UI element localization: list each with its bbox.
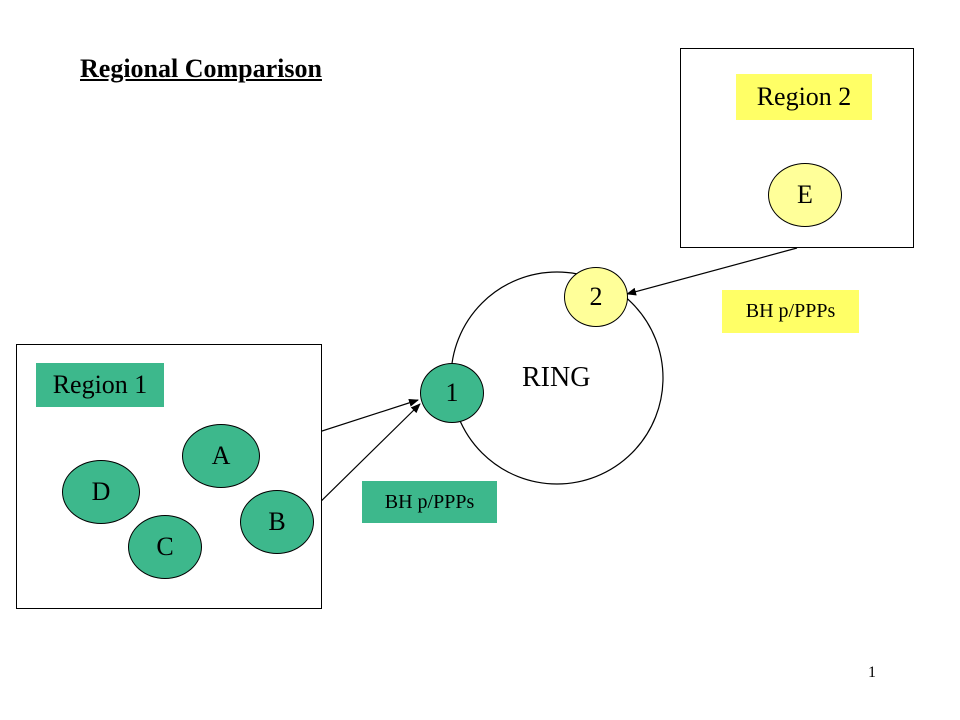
node-b: B: [240, 490, 314, 554]
node-c: C: [128, 515, 202, 579]
node-e: E: [768, 163, 842, 227]
arrow-b-to-1: [307, 403, 421, 515]
ring-node-2: 2: [564, 267, 628, 327]
node-a: A: [182, 424, 260, 488]
ring-label: RING: [522, 362, 591, 393]
region-2-label: Region 2: [736, 74, 872, 120]
connection-label-region-2: BH p/PPPs: [722, 290, 859, 333]
connection-label-region-1: BH p/PPPs: [362, 481, 497, 523]
page-title: Regional Comparison: [80, 54, 322, 83]
node-d: D: [62, 460, 140, 524]
ring-node-1: 1: [420, 363, 484, 423]
arrow-region2-to-2: [626, 247, 798, 296]
region-1-label: Region 1: [36, 363, 164, 407]
page-number: 1: [868, 664, 876, 681]
